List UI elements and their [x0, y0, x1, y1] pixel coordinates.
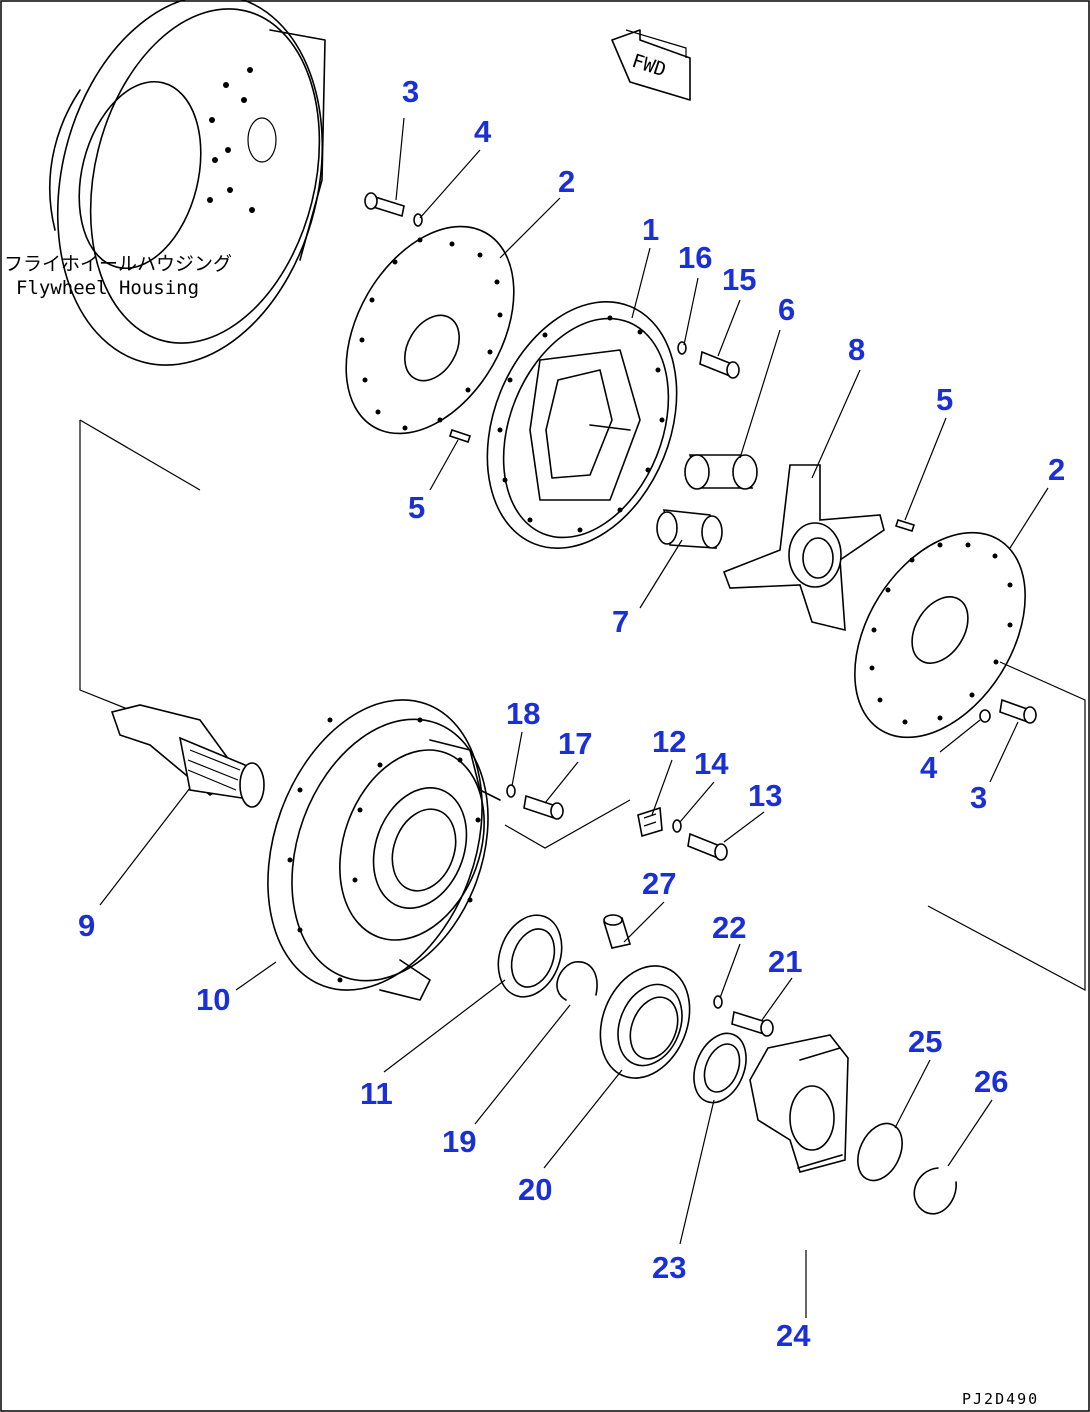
- bush-6: [684, 454, 758, 490]
- oil-seal-23: [693, 1032, 747, 1104]
- snap-ring-26: [913, 1167, 957, 1215]
- coupling-1: [486, 301, 678, 549]
- housing-label-en: Flywheel Housing: [16, 277, 199, 299]
- fwd-label: FWD: [629, 50, 668, 82]
- callout-4: 4: [474, 114, 492, 149]
- callout-12: 12: [652, 724, 686, 759]
- callout-3: 3: [402, 74, 419, 109]
- callout-6: 6: [778, 292, 795, 327]
- pin-5-right: [894, 519, 916, 532]
- bolt-15: [699, 350, 740, 379]
- assembly-guide-lines: [79, 419, 1086, 992]
- callout-labels: 3 4 2 1 16 15 6 8 5 5 2 7 18 17 12 14 13…: [78, 74, 1065, 1353]
- callout-25: 25: [908, 1024, 942, 1059]
- plate-2-right: [854, 531, 1026, 739]
- callout-11: 11: [360, 1076, 393, 1111]
- callout-5: 5: [408, 490, 425, 525]
- spider-8: [722, 464, 885, 632]
- callout-13: 13: [748, 778, 782, 813]
- bearing-11: [497, 914, 563, 998]
- callout-14: 14: [694, 746, 729, 781]
- snap-ring-19: [556, 961, 598, 1001]
- callout-26: 26: [974, 1064, 1008, 1099]
- callout-10: 10: [196, 982, 230, 1017]
- callout-7: 7: [612, 604, 629, 639]
- housing-label-jp: フライホイールハウジング: [4, 253, 232, 275]
- plate-2-upper: [345, 225, 515, 435]
- callout-2: 2: [1048, 452, 1065, 487]
- callout-8: 8: [848, 332, 865, 367]
- callout-18: 18: [506, 696, 540, 731]
- callout-2: 2: [558, 164, 575, 199]
- pin-27: [602, 914, 632, 949]
- callout-9: 9: [78, 908, 95, 943]
- washer-18: [506, 784, 516, 798]
- washer-14: [672, 819, 682, 833]
- bolt-13: [687, 832, 728, 861]
- o-ring-25: [857, 1122, 903, 1182]
- callout-19: 19: [442, 1124, 476, 1159]
- washer-4-upper: [413, 213, 423, 227]
- bolt-21: [731, 1010, 774, 1037]
- callout-1: 1: [642, 212, 659, 247]
- fwd-arrow-icon: FWD: [611, 29, 691, 101]
- callout-20: 20: [518, 1172, 552, 1207]
- callout-5: 5: [936, 382, 953, 417]
- callout-23: 23: [652, 1250, 686, 1285]
- bolt-3-right: [999, 698, 1037, 724]
- callout-17: 17: [558, 726, 592, 761]
- callout-24: 24: [776, 1318, 811, 1353]
- callout-16: 16: [678, 240, 712, 275]
- flywheel-housing: フライホイールハウジング Flywheel Housing: [4, 0, 326, 366]
- washer-4-right: [979, 709, 991, 723]
- callout-21: 21: [768, 944, 802, 979]
- callout-22: 22: [712, 910, 746, 945]
- washer-22: [713, 995, 723, 1009]
- leader-lines: [99, 117, 1049, 1318]
- callout-4: 4: [920, 750, 938, 785]
- callout-15: 15: [722, 262, 756, 297]
- shaft-9: [110, 704, 265, 808]
- callout-3: 3: [970, 780, 987, 815]
- retainer-20: [599, 965, 691, 1079]
- clip-12: [637, 806, 663, 838]
- pin-5-left: [448, 428, 472, 444]
- bolt-3-upper: [364, 192, 405, 218]
- bolt-17: [523, 794, 564, 820]
- bush-7: [656, 509, 723, 549]
- callout-27: 27: [642, 866, 676, 901]
- drawing-code: PJ2D490: [962, 1390, 1039, 1408]
- yoke-24: [749, 1034, 849, 1173]
- housing-10: [267, 699, 501, 1001]
